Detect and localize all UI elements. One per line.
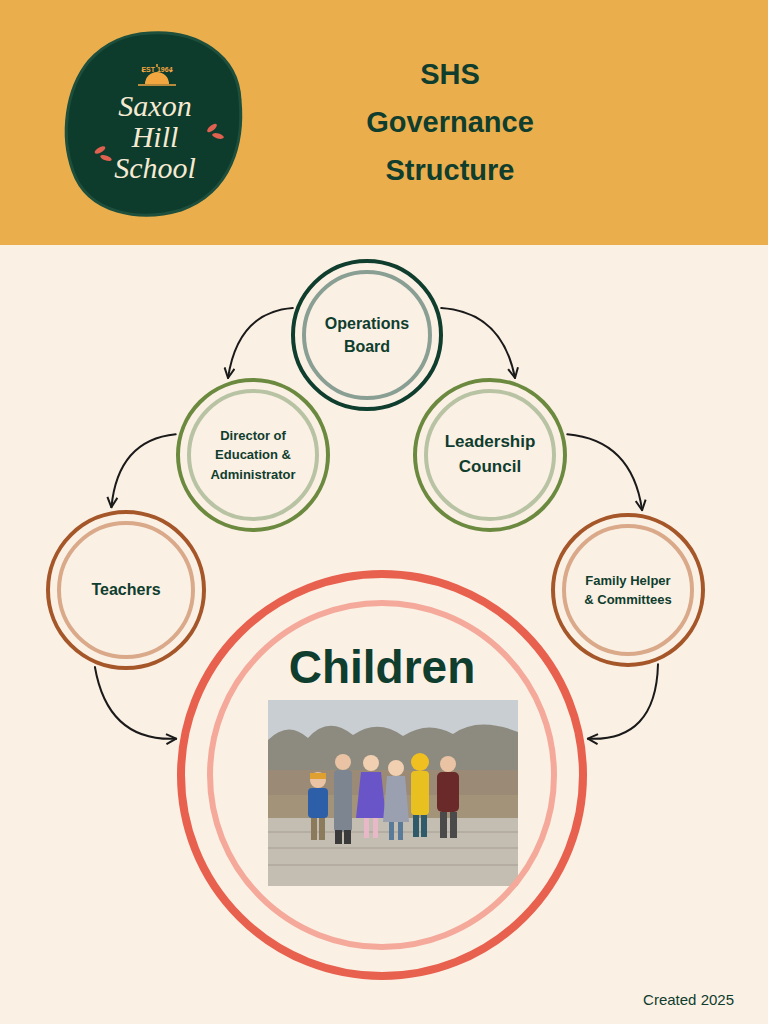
curved-arrow [441,308,515,378]
teachers-circle: Teachers [46,510,206,670]
circle-outline [291,259,443,411]
outer-ring [178,380,328,530]
children-circle: Children [177,570,587,980]
outer-ring [293,261,441,409]
logo-blob [66,33,240,215]
inner-ring [564,526,692,654]
director-circle: Director of Education & Administrator [176,378,330,532]
logo-established: EST 1964 [127,66,187,74]
outer-ring [48,512,204,668]
photo-sky [268,700,518,886]
children-figures [308,753,459,844]
outer-ring [553,515,703,665]
children-photo [268,700,518,886]
created-note: Created 2025 [643,990,734,1010]
inner-ring [210,603,554,947]
node-label: Children [242,642,522,693]
node-label: Leadership Council [436,430,544,479]
logo-wordmark: Saxon Hill School [105,90,205,183]
inner-ring [304,272,430,398]
board-circle: Operations Board [291,259,443,411]
inner-ring [59,523,193,657]
curved-arrow [228,308,293,378]
curved-arrow [567,434,642,510]
node-label: Operations Board [315,312,419,358]
inner-ring [426,391,554,519]
outer-ring [181,574,583,976]
circle-outline [413,378,567,532]
circle-outline [551,513,705,667]
curved-arrow [111,434,175,507]
curved-arrow [588,664,658,739]
council-circle: Leadership Council [413,378,567,532]
inner-ring [189,391,317,519]
circle-outline [177,570,587,980]
node-label: Director of Education & Administrator [199,426,307,485]
logo-sun [145,72,169,84]
node-label: Family Helper & Committees [580,571,676,610]
page-title: SHS Governance Structure [345,50,555,194]
sun-horizon [138,84,176,86]
curved-arrow [95,667,176,739]
family-circle: Family Helper & Committees [551,513,705,667]
outer-ring [415,380,565,530]
photo-deck [268,818,518,886]
node-label: Teachers [71,579,181,601]
